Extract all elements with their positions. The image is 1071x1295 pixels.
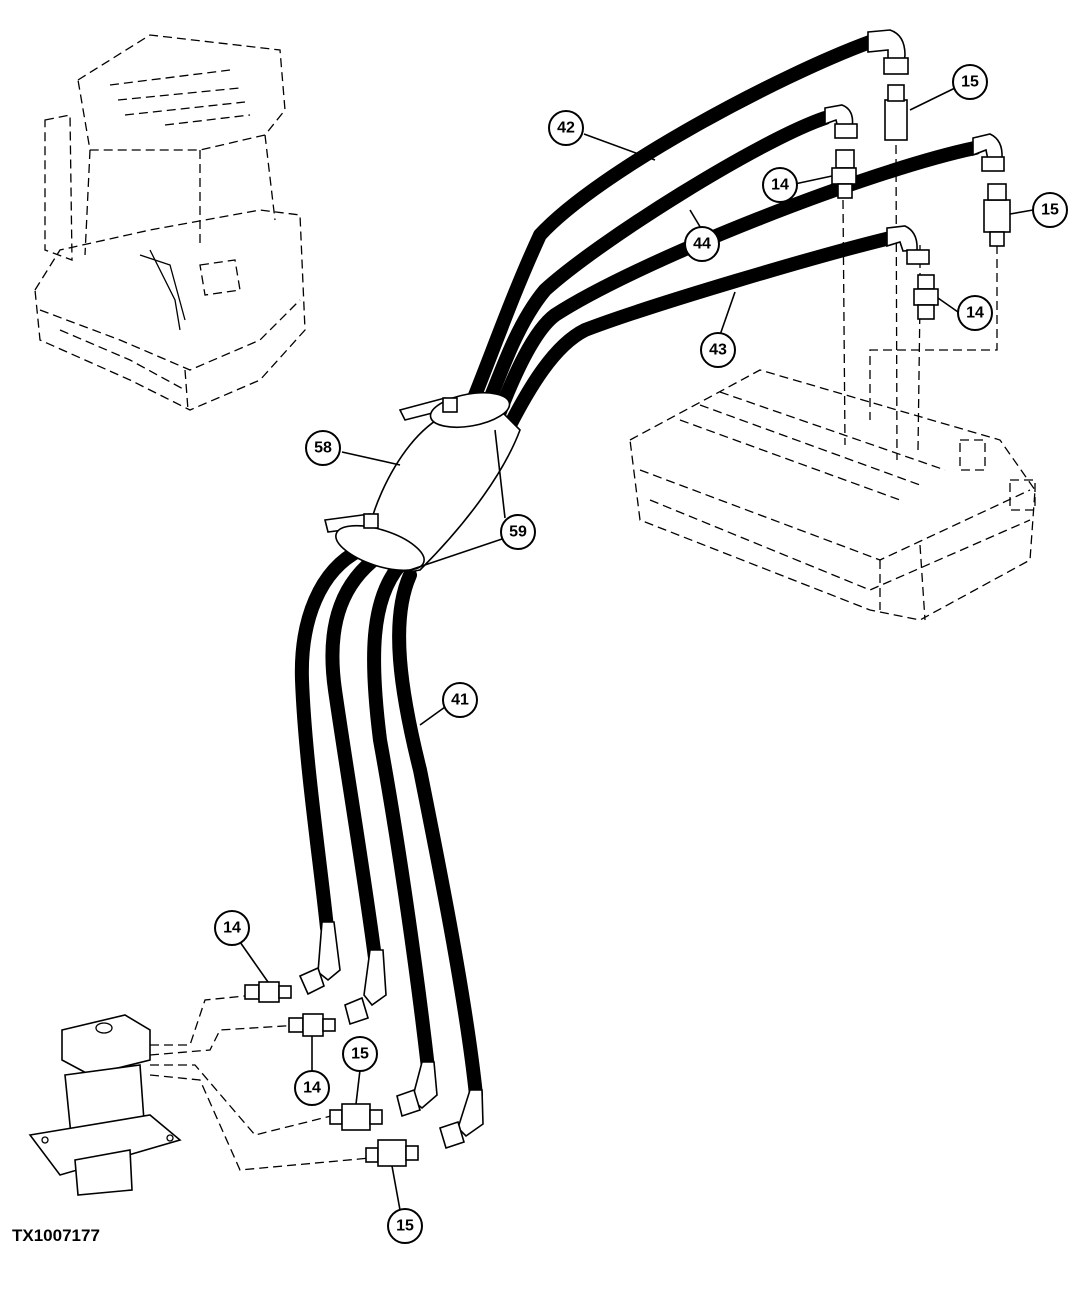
callout-14-bottom-label: 14: [303, 1080, 321, 1097]
drawing-number: TX1007177: [12, 1226, 100, 1245]
callout-15-bottom-upper-label: 15: [351, 1046, 369, 1063]
swivel-connection-lines: [149, 994, 371, 1171]
callout-14-top: 14: [762, 167, 798, 203]
callout-15-top-label: 15: [961, 74, 979, 91]
callout-14-bottom-left-label: 14: [223, 920, 241, 937]
callout-58-label: 58: [314, 440, 332, 457]
callout-44-label: 44: [693, 236, 711, 253]
adapter-fittings: [244, 84, 1011, 1167]
hose-clamps: [324, 391, 511, 572]
callout-15-right-label: 15: [1041, 202, 1059, 219]
callout-44: 44: [684, 226, 720, 262]
callout-14-top-label: 14: [771, 177, 789, 194]
hose-end-fittings: [298, 29, 1005, 1150]
leader-lines: [239, 87, 1034, 1211]
callout-14-bottom-left: 14: [214, 910, 250, 946]
callout-15-bottom-lower-label: 15: [396, 1218, 414, 1235]
callout-14-bottom: 14: [294, 1070, 330, 1106]
callout-15-bottom-upper: 15: [342, 1036, 378, 1072]
callout-41: 41: [442, 682, 478, 718]
control-valve-illustration: [629, 369, 1036, 621]
callout-59: 59: [500, 514, 536, 550]
callout-58: 58: [305, 430, 341, 466]
callout-42: 42: [548, 110, 584, 146]
hose-bundle: [294, 35, 982, 1102]
callout-15-top: 15: [952, 64, 988, 100]
callout-15-right: 15: [1032, 192, 1068, 228]
callout-42-label: 42: [557, 120, 575, 137]
callout-15-bottom-lower: 15: [387, 1208, 423, 1244]
callout-14-right: 14: [957, 295, 993, 331]
callout-59-label: 59: [509, 524, 527, 541]
swivel-joint-illustration: [28, 1014, 182, 1196]
callout-43-label: 43: [709, 342, 727, 359]
callout-43: 43: [700, 332, 736, 368]
machine-overview-illustration: [34, 34, 306, 411]
callout-14-right-label: 14: [966, 305, 984, 322]
callout-41-label: 41: [451, 692, 469, 709]
